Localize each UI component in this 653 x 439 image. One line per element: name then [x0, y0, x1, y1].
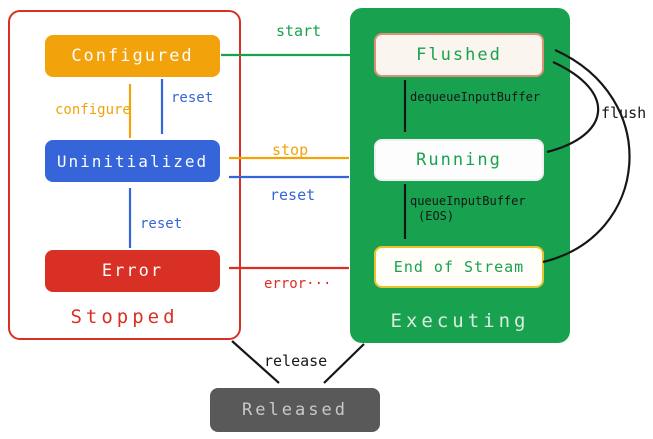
- transition-label-configure: configure: [55, 102, 131, 118]
- executing-group-label: Executing: [390, 310, 530, 332]
- state-configured: Configured: [45, 35, 220, 77]
- transition-label-reset-executing: reset: [270, 186, 316, 204]
- state-end-of-stream: End of Stream: [374, 246, 544, 288]
- arrow-release-from-executing: [323, 343, 365, 384]
- transition-label-queue-input-buffer: queueInputBuffer: [410, 194, 526, 208]
- stopped-group-label: Stopped: [70, 306, 179, 328]
- transition-label-dequeue-input-buffer: dequeueInputBuffer: [410, 90, 541, 104]
- transition-label-flush: flush: [601, 104, 647, 122]
- state-uninitialized: Uninitialized: [45, 140, 220, 182]
- transition-label-release: release: [264, 352, 328, 370]
- state-flushed: Flushed: [374, 33, 544, 77]
- state-running: Running: [374, 139, 544, 181]
- transition-label-error: error···: [264, 276, 332, 292]
- transition-label-start: start: [276, 22, 322, 40]
- transition-label-stop: stop: [272, 141, 309, 159]
- transition-label-reset-error: reset: [140, 216, 183, 232]
- transition-label-queue-input-buffer-eos: (EOS): [418, 209, 455, 223]
- state-released: Released: [210, 388, 380, 432]
- state-error: Error: [45, 250, 220, 292]
- transition-label-reset-configured: reset: [171, 90, 214, 106]
